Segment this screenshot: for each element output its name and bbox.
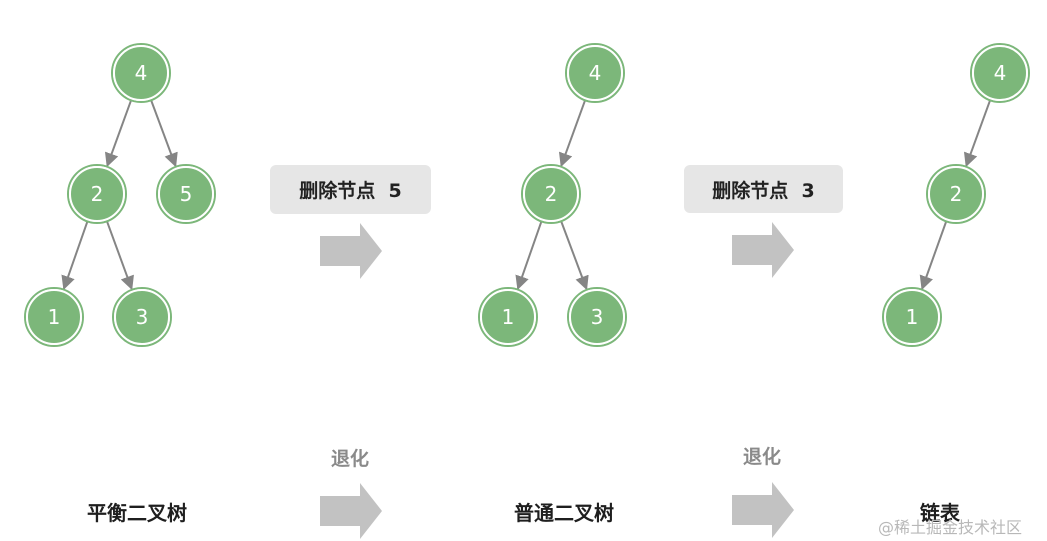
big-arrow-op2 xyxy=(732,222,794,278)
node-label: 4 xyxy=(135,61,148,85)
edge-linked-l4-l2 xyxy=(963,98,992,168)
tree-node-balanced-3: 3 xyxy=(112,287,172,347)
edge-balanced-b2-b3 xyxy=(105,219,134,291)
stage-label-balanced: 平衡二叉树 xyxy=(87,501,187,525)
node-label: 5 xyxy=(180,182,193,206)
node-label: 3 xyxy=(136,305,149,329)
node-label: 2 xyxy=(545,182,558,206)
edge-ordinary-o4-o2 xyxy=(558,98,587,168)
edge-balanced-b4-b5 xyxy=(149,98,178,168)
tree-node-balanced-4: 4 xyxy=(111,43,171,103)
stage-label-linked: 链表 xyxy=(920,501,960,525)
tree-node-linked-1: 1 xyxy=(882,287,942,347)
operation-label-delete-3: 删除节点 3 xyxy=(684,165,843,213)
tree-node-balanced-5: 5 xyxy=(156,164,216,224)
degrade-label-second: 退化 xyxy=(742,446,781,468)
edges-layer xyxy=(61,98,992,291)
nodes-layer: 4 2 5 1 3 4 2 1 3 4 2 1 xyxy=(24,43,1030,347)
big-arrow-degrade-1 xyxy=(320,483,382,539)
tree-node-linked-4: 4 xyxy=(970,43,1030,103)
node-label: 2 xyxy=(91,182,104,206)
node-label: 1 xyxy=(48,305,61,329)
tree-node-balanced-1: 1 xyxy=(24,287,84,347)
tree-node-ordinary-2: 2 xyxy=(521,164,581,224)
edge-balanced-b2-b1 xyxy=(61,220,89,291)
node-label: 2 xyxy=(950,182,963,206)
node-label: 1 xyxy=(906,305,919,329)
node-label: 1 xyxy=(502,305,515,329)
watermark: @稀土掘金技术社区 xyxy=(878,518,1023,537)
node-label: 4 xyxy=(589,61,602,85)
edge-balanced-b4-b2 xyxy=(104,98,133,168)
edge-linked-l2-l1 xyxy=(919,220,948,291)
tree-node-ordinary-4: 4 xyxy=(565,43,625,103)
edge-ordinary-o2-o3 xyxy=(559,219,589,291)
tree-node-ordinary-3: 3 xyxy=(567,287,627,347)
big-arrow-degrade-2 xyxy=(732,482,794,538)
stage-label-ordinary: 普通二叉树 xyxy=(514,501,614,525)
tree-node-linked-2: 2 xyxy=(926,164,986,224)
operation-label-delete-5: 删除节点 5 xyxy=(270,165,431,214)
node-label: 3 xyxy=(591,305,604,329)
degrade-label-first: 退化 xyxy=(330,448,369,470)
tree-node-balanced-2: 2 xyxy=(67,164,127,224)
node-label: 4 xyxy=(994,61,1007,85)
edge-ordinary-o2-o1 xyxy=(515,220,543,291)
tree-node-ordinary-1: 1 xyxy=(478,287,538,347)
big-arrows-layer xyxy=(320,222,794,539)
big-arrow-op1 xyxy=(320,223,382,279)
